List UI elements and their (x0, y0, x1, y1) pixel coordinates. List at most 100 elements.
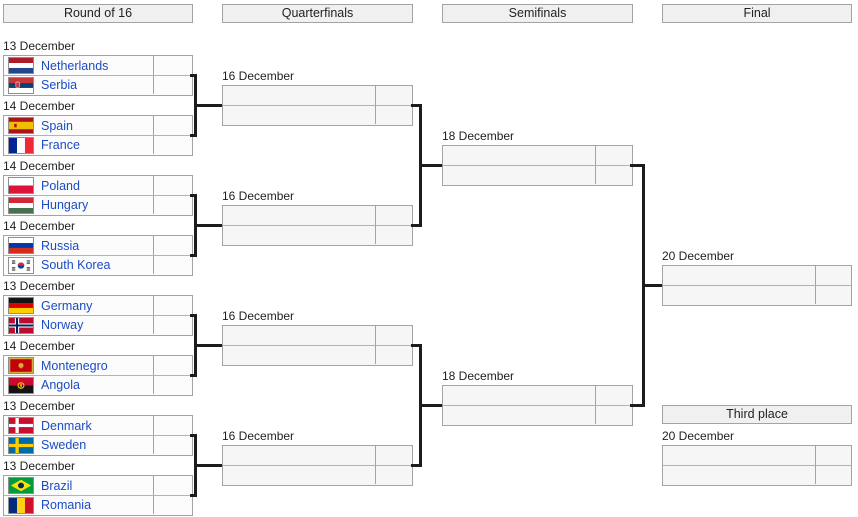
score-cell (815, 286, 851, 304)
bracket-connector (190, 434, 197, 437)
score-cell (153, 256, 192, 274)
score-cell (153, 116, 192, 135)
team-name[interactable]: Poland (41, 178, 80, 193)
team-name[interactable]: Hungary (41, 198, 89, 212)
match-r16-4: Russia South Korea (3, 235, 193, 276)
match-r16-2: Spain France (3, 115, 193, 156)
team-row (223, 345, 412, 364)
bracket-connector (411, 344, 422, 347)
france-flag (8, 136, 34, 154)
round-of-16-header: Round of 16 (3, 4, 193, 23)
team-name[interactable]: Netherlands (41, 58, 109, 73)
score-cell (375, 206, 412, 225)
match-third-place (662, 445, 852, 486)
final-header: Final (662, 4, 852, 23)
bracket-connector (190, 194, 197, 197)
bracket-connector (194, 104, 222, 107)
bracket-connector (190, 134, 197, 137)
team-row (663, 266, 851, 285)
match-date: 13 December (3, 399, 76, 413)
poland-flag (8, 177, 34, 194)
match-date: 20 December (662, 429, 735, 443)
match-qf-4 (222, 445, 413, 486)
bracket-connector (190, 314, 197, 317)
team-row (223, 465, 412, 484)
team-row: Angola (4, 375, 192, 394)
team-name[interactable]: France (41, 138, 80, 152)
match-date: 16 December (222, 429, 295, 443)
team-row (663, 285, 851, 304)
team-name[interactable]: Sweden (41, 438, 87, 452)
bracket-connector (194, 464, 222, 467)
score-cell (153, 136, 192, 154)
team-row (443, 165, 632, 184)
team-row (663, 446, 851, 465)
team-name[interactable]: Montenegro (41, 358, 108, 373)
team-name[interactable]: Germany (41, 298, 93, 313)
bracket-connector (411, 224, 422, 227)
bracket-connector (630, 164, 645, 167)
team-row: Serbia (4, 75, 192, 94)
bracket-connector (190, 374, 197, 377)
quarterfinals-header: Quarterfinals (222, 4, 413, 23)
match-date: 13 December (3, 459, 76, 473)
match-r16-1: Netherlands Serbia (3, 55, 193, 96)
team-name[interactable]: Serbia (41, 78, 78, 92)
team-name[interactable]: Denmark (41, 418, 92, 433)
brazil-flag (8, 477, 34, 494)
team-row: Hungary (4, 195, 192, 214)
team-name[interactable]: Spain (41, 118, 73, 133)
team-name[interactable]: Angola (41, 378, 80, 392)
score-cell (153, 196, 192, 214)
score-cell (375, 346, 412, 364)
match-date: 14 December (3, 159, 76, 173)
team-row (223, 446, 412, 465)
team-row (443, 405, 632, 424)
score-cell (595, 406, 632, 424)
germany-flag (8, 297, 34, 314)
team-name[interactable]: Romania (41, 498, 92, 512)
match-date: 18 December (442, 129, 515, 143)
match-r16-7: Denmark Sweden (3, 415, 193, 456)
team-row: Brazil (4, 476, 192, 495)
match-qf-2 (222, 205, 413, 246)
match-qf-3 (222, 325, 413, 366)
sweden-flag (8, 436, 34, 454)
team-name[interactable]: South Korea (41, 258, 111, 272)
serbia-flag (8, 76, 34, 94)
score-cell (153, 476, 192, 495)
score-cell (375, 466, 412, 484)
match-qf-1 (222, 85, 413, 126)
score-cell (375, 226, 412, 244)
team-name[interactable]: Brazil (41, 478, 73, 493)
team-row (663, 465, 851, 484)
team-name[interactable]: Russia (41, 238, 80, 253)
score-cell (595, 146, 632, 165)
team-row: Poland (4, 176, 192, 195)
match-r16-6: Montenegro Angola (3, 355, 193, 396)
russia-flag (8, 237, 34, 254)
match-date: 18 December (442, 369, 515, 383)
team-row: Spain (4, 116, 192, 135)
score-cell (153, 176, 192, 195)
team-row (223, 225, 412, 244)
romania-flag (8, 496, 34, 514)
score-cell (153, 496, 192, 514)
bracket-connector (411, 464, 422, 467)
team-name[interactable]: Norway (41, 318, 84, 332)
match-date: 16 December (222, 69, 295, 83)
team-row: Denmark (4, 416, 192, 435)
score-cell (153, 296, 192, 315)
team-row (443, 146, 632, 165)
match-r16-8: Brazil Romania (3, 475, 193, 516)
team-row: Russia (4, 236, 192, 255)
bracket-connector (194, 344, 222, 347)
bracket-connector (630, 404, 645, 407)
norway-flag (8, 316, 34, 334)
match-date: 13 December (3, 279, 76, 293)
bracket-connector (190, 74, 197, 77)
team-row (223, 86, 412, 105)
match-date: 16 December (222, 189, 295, 203)
hungary-flag (8, 196, 34, 214)
score-cell (595, 166, 632, 184)
